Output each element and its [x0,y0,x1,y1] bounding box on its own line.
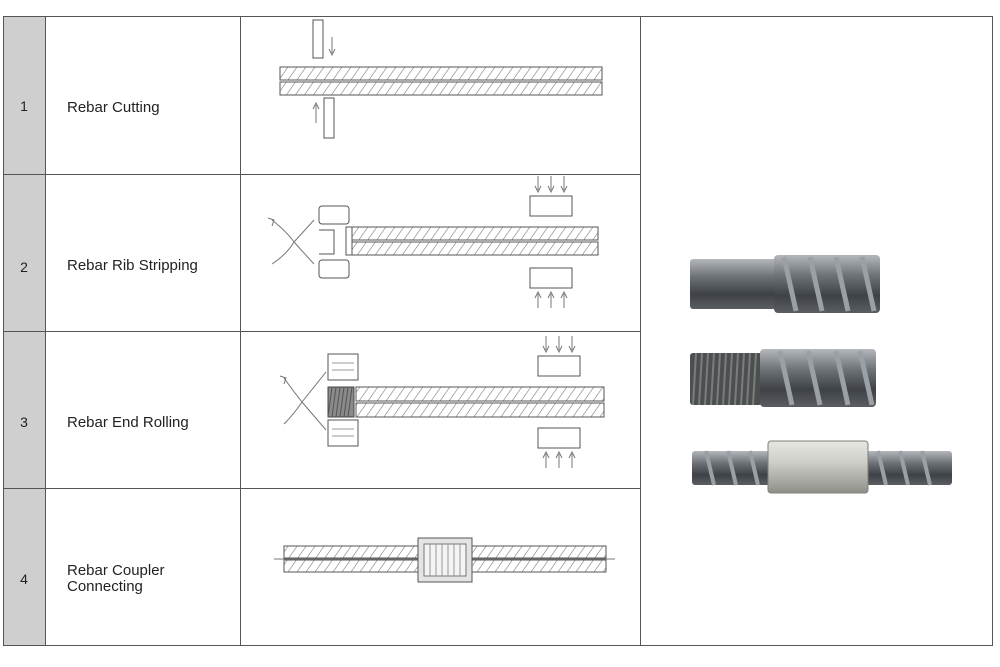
end-rolling-diagram [279,336,605,468]
clamp-arrows-down [534,176,568,194]
rebar [345,226,599,256]
rib-stripping-diagram [267,176,599,308]
lower-cutting-blade [323,97,335,139]
upper-clamp [537,355,581,377]
upper-cutting-blade [312,19,324,59]
rebar-cutting-diagram [279,19,603,139]
lower-clamp [537,427,581,449]
lower-rolling-head [327,419,359,447]
upper-rolling-head [327,353,359,381]
rebar [279,66,603,96]
step-number: 3 [20,413,28,430]
step-label-line: Rebar Coupler [67,562,165,579]
stripped-rebar-photo [690,255,880,313]
step-label: Rebar Coupler Connecting [67,563,237,595]
row-divider-2 [3,331,641,332]
clamp-arrows-up [534,290,568,308]
rebar-sample-photos [690,255,952,494]
step-label: Rebar End Rolling [67,414,189,431]
step-number: 2 [20,258,28,275]
lower-stripping-cutter [318,259,350,279]
lower-clamp [529,267,573,289]
step-number: 4 [20,570,28,587]
coupled-rebar-photo [692,440,952,494]
rebar-left [283,545,421,573]
row-divider-1 [3,174,641,175]
clamp-arrows-down [542,336,576,354]
step-label-line: Connecting [67,578,143,595]
rebar-right [469,545,607,573]
step-number: 1 [20,97,28,114]
coupler-connecting-diagram [274,537,615,583]
step-label: Rebar Rib Stripping [67,257,198,274]
rotation-arrow-icon [267,217,315,265]
upper-clamp [529,195,573,217]
row-divider-3 [3,488,641,489]
clamp-arrows-up [542,450,576,468]
table-border-bottom [3,645,993,646]
rolled-thread-photo [690,349,876,407]
threaded-rebar-end [327,386,355,418]
rebar [355,386,605,418]
table-border-top [3,16,993,17]
rotation-arrow-icon [279,371,327,431]
table-border-right [992,16,993,646]
step-label: Rebar Cutting [67,99,160,116]
upper-stripping-cutter [318,205,350,225]
coupler-sleeve [417,537,473,583]
